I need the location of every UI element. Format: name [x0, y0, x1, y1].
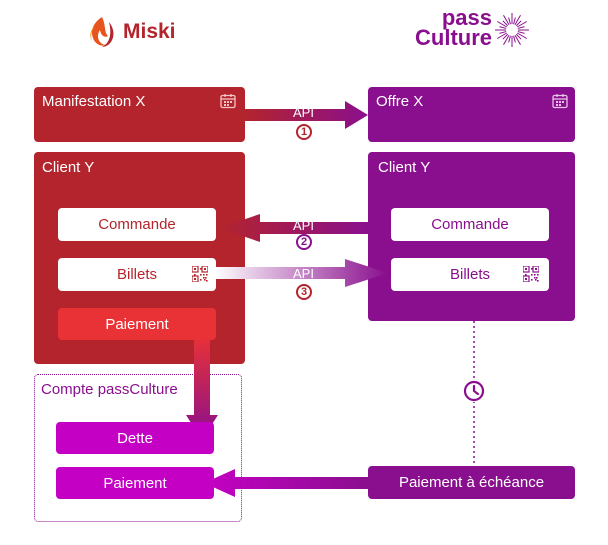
billets-right-label: Billets [449, 266, 490, 283]
pass-culture-logo-line2: Culture [415, 25, 492, 50]
arrow-api-1 [244, 101, 368, 129]
qr-code-icon [191, 265, 209, 287]
arrow-deferred-to-payment [204, 469, 368, 497]
offre-panel: Offre X [368, 87, 575, 142]
dette-button[interactable]: Dette [56, 422, 214, 454]
compte-pass-culture-box: Compte passCulture [34, 374, 242, 522]
calendar-icon [220, 93, 236, 109]
step-3-badge: 3 [296, 284, 312, 300]
manifestation-panel: Manifestation X [34, 87, 245, 142]
billets-right-button[interactable]: Billets [391, 258, 549, 291]
paiement-left-button[interactable]: Paiement [58, 308, 216, 340]
calendar-icon [552, 93, 568, 109]
step-1-badge: 1 [296, 124, 312, 140]
billets-left-label: Billets [116, 266, 157, 283]
manifestation-title: Manifestation X [42, 93, 146, 110]
miski-logo-icon [84, 14, 120, 50]
api-label-1: API [293, 105, 314, 120]
arrow-api-3 [214, 259, 388, 287]
billets-left-button[interactable]: Billets [58, 258, 216, 291]
arrow-payment-to-debt [186, 336, 218, 440]
compte-title: Compte passCulture [41, 381, 178, 398]
paiement-echeance-button[interactable]: Paiement à échéance [368, 466, 575, 499]
arrow-api-2 [219, 214, 368, 242]
commande-right-button[interactable]: Commande [391, 208, 549, 241]
pass-culture-logo-text: pass Culture [412, 5, 492, 50]
client-left-title: Client Y [42, 159, 95, 176]
pass-culture-burst-icon [492, 10, 532, 50]
offre-title: Offre X [376, 93, 424, 110]
pass-culture-logo-line1: pass [441, 5, 492, 30]
paiement-account-button[interactable]: Paiement [56, 467, 214, 499]
api-label-3: API [293, 266, 314, 281]
client-right-title: Client Y [378, 159, 431, 176]
step-2-badge: 2 [296, 234, 312, 250]
qr-code-icon [522, 265, 540, 287]
commande-left-button[interactable]: Commande [58, 208, 216, 241]
api-label-2: API [293, 218, 314, 233]
clock-icon [463, 380, 485, 402]
miski-logo-text: Miski [123, 20, 176, 43]
